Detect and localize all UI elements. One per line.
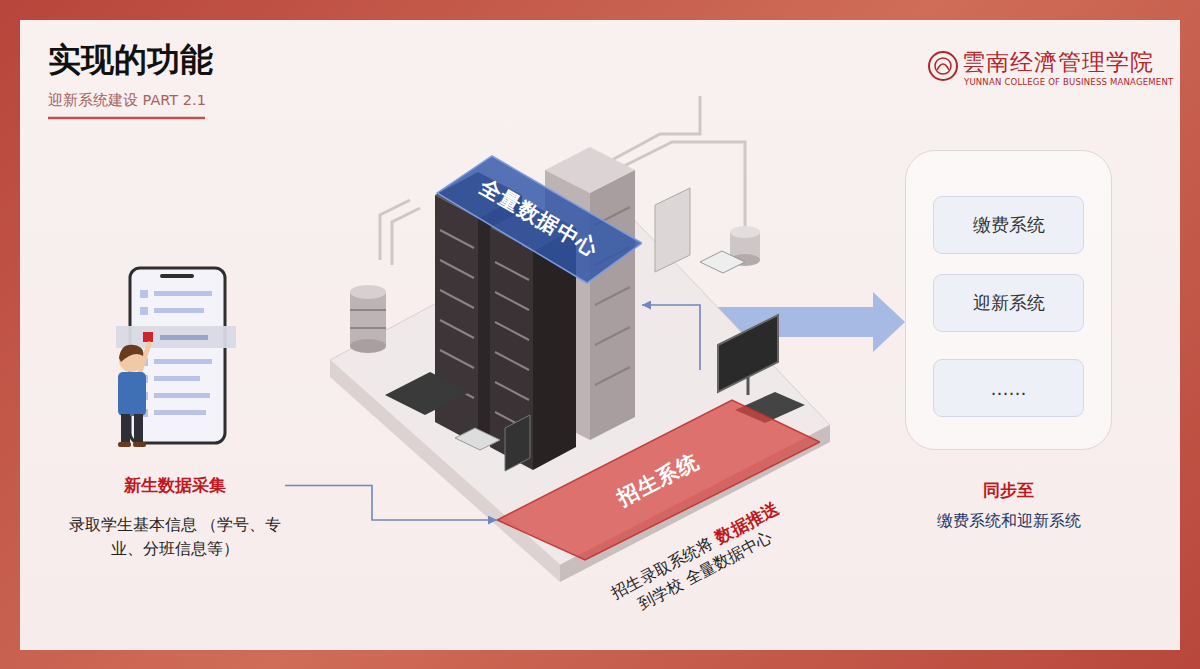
list-line xyxy=(154,291,212,296)
logo-emblem xyxy=(929,52,957,80)
phone-body xyxy=(130,268,225,443)
pipe xyxy=(380,200,410,260)
selected-icon xyxy=(143,332,153,342)
shirt xyxy=(118,372,146,416)
bay xyxy=(440,350,474,368)
selected-row xyxy=(116,326,236,348)
keyboard xyxy=(385,372,470,415)
block-heading: 新生数据采集 xyxy=(65,474,285,497)
server-face xyxy=(435,195,478,445)
box-label: 迎新系统 xyxy=(973,291,1045,315)
list-icon xyxy=(140,307,148,315)
bay xyxy=(595,287,630,305)
server-bays xyxy=(440,230,474,398)
bay xyxy=(595,327,630,345)
tablet xyxy=(505,415,530,471)
cylinder-top xyxy=(730,226,760,238)
system-box: 缴费系统 xyxy=(933,196,1084,254)
small-device xyxy=(700,251,745,273)
cylinder-band xyxy=(350,309,386,311)
leg xyxy=(121,414,130,444)
sync-panel: 同步至缴费系统和迎新系统缴费系统迎新系统…… xyxy=(905,150,1112,450)
phone-figure xyxy=(116,268,236,443)
selected-line xyxy=(160,335,208,340)
pipe xyxy=(392,208,420,265)
person-figure xyxy=(118,344,149,447)
list-line xyxy=(154,376,200,381)
bay xyxy=(495,262,529,280)
leg xyxy=(134,414,143,444)
section-subtitle: 迎新系统建设 PART 2.1 xyxy=(48,91,206,110)
bay xyxy=(595,367,630,385)
box-label: …… xyxy=(991,378,1027,399)
server-face xyxy=(590,170,635,440)
bay xyxy=(440,260,474,278)
underline xyxy=(48,117,205,120)
cylinder-body xyxy=(350,292,386,346)
list-line xyxy=(154,393,210,398)
bay xyxy=(495,322,529,340)
box-label: 缴费系统 xyxy=(973,213,1045,237)
flow-connector xyxy=(285,486,497,521)
data-center-band: 全量数据中心 xyxy=(432,148,642,360)
list-icon xyxy=(140,290,148,298)
server-bays xyxy=(495,262,529,430)
system-box: …… xyxy=(933,359,1084,417)
wall-panel xyxy=(655,188,690,272)
block-body: 录取学生基本信息 （学号、专业、分班信息等） xyxy=(65,513,285,561)
logo-name: 雲南经濟管理学院 xyxy=(962,47,1154,78)
system-box: 迎新系统 xyxy=(933,274,1084,332)
emblem-ring xyxy=(929,52,957,80)
cylinder-band xyxy=(350,327,386,329)
bay xyxy=(495,352,529,370)
panel-caption-body: 缴费系统和迎新系统 xyxy=(906,511,1111,532)
shoe xyxy=(133,442,146,447)
panel-caption-head: 同步至 xyxy=(906,479,1111,502)
cylinder-top xyxy=(350,285,386,299)
list-line xyxy=(154,410,206,415)
phone-speaker xyxy=(160,274,194,278)
server-face xyxy=(490,228,533,470)
bay xyxy=(440,320,474,338)
list-line xyxy=(154,359,212,364)
bay xyxy=(495,382,529,400)
data-source-block: 新生数据采集录取学生基本信息 （学号、专业、分班信息等） xyxy=(65,474,285,561)
flow-connector xyxy=(642,305,700,370)
emblem-mark xyxy=(937,64,949,70)
list-line xyxy=(154,308,204,313)
bay xyxy=(495,292,529,310)
bay xyxy=(440,230,474,248)
emblem-core xyxy=(935,58,951,74)
bay xyxy=(440,290,474,308)
band-outline xyxy=(437,156,642,283)
cylinder-base xyxy=(350,339,386,353)
page-title: 实现的功能 xyxy=(48,38,213,83)
subtitle-underline xyxy=(48,118,205,119)
shoe xyxy=(118,442,131,447)
router xyxy=(455,428,500,450)
logo-english: YUNNAN COLLEGE OF BUSINESS MANAGEMENT xyxy=(964,77,1173,87)
hair xyxy=(119,345,143,362)
phone-lines xyxy=(140,290,212,417)
band-shape xyxy=(432,148,642,360)
monitor-stand xyxy=(747,377,750,395)
